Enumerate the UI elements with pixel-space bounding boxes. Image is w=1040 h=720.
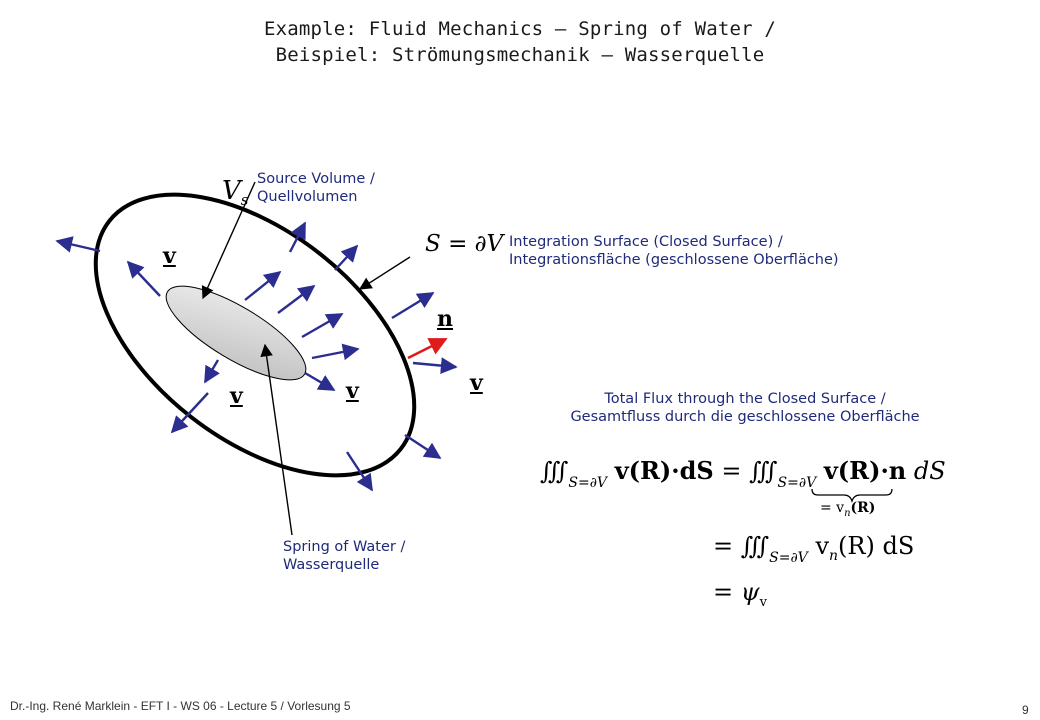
velocity-arrow <box>311 343 360 361</box>
underbrace <box>811 488 893 504</box>
integrand-v-dot-n: v(R)·n <box>823 456 907 485</box>
source-volume-pointer <box>201 181 256 300</box>
flux-equation-line2: = ∭S=∂V vn(R) dS <box>713 532 914 566</box>
surface-equation: S = ∂V <box>425 231 504 257</box>
surface-element: dS <box>913 457 946 485</box>
flux-equation-line3: = ψv <box>713 578 767 610</box>
velocity-arrow <box>170 392 209 434</box>
triple-integral-symbol: ∭ <box>740 532 770 560</box>
integral-domain: S=∂V <box>777 475 817 491</box>
velocity-arrow <box>412 357 458 374</box>
velocity-arrow <box>288 221 307 253</box>
velocity-arrow <box>334 244 359 271</box>
footer-credit: Dr.-Ing. René Marklein - EFT I - WS 06 -… <box>10 699 351 713</box>
velocity-arrow <box>203 359 220 384</box>
velocity-arrows <box>55 221 458 492</box>
equals-sign: = <box>713 578 734 606</box>
flux-psi: ψ <box>740 578 760 606</box>
spring-of-water-label: Spring of Water / Wasserquelle <box>283 539 406 573</box>
velocity-label: v <box>470 370 483 396</box>
triple-integral-symbol: ∭ <box>749 457 778 485</box>
velocity-arrow <box>126 260 161 297</box>
velocity-label: v <box>163 243 176 269</box>
integral-domain: S=∂V <box>769 550 808 566</box>
velocity-arrow <box>277 284 316 314</box>
source-volume-ellipse <box>165 285 307 381</box>
integration-surface-ellipse <box>93 192 417 478</box>
equals-sign: = <box>713 532 734 560</box>
flux-heading: Total Flux through the Closed Surface / … <box>570 391 920 425</box>
normal-subscript: n <box>829 547 839 564</box>
velocity-label: v <box>346 378 359 404</box>
normal-velocity: v <box>815 532 829 560</box>
velocity-arrow <box>404 433 442 460</box>
velocity-arrow <box>345 451 374 492</box>
flux-psi-subscript: v <box>759 594 767 610</box>
page-number: 9 <box>1022 703 1029 717</box>
velocity-label: v <box>230 383 243 409</box>
normal-velocity-arg: (R) dS <box>838 532 915 560</box>
underbrace-note: = vn(R) <box>820 500 876 519</box>
velocity-arrow <box>244 270 282 301</box>
velocity-arrow <box>55 236 101 253</box>
source-volume-label: Source Volume / Quellvolumen <box>257 171 375 205</box>
slide-title-line1: Example: Fluid Mechanics – Spring of Wat… <box>263 18 777 40</box>
velocity-arrow <box>301 312 344 339</box>
normal-vector-arrow <box>407 337 448 360</box>
integral-domain: S=∂V <box>568 475 608 491</box>
equals-sign: = <box>721 457 742 485</box>
spring-pointer <box>260 343 293 536</box>
slide-title-line2: Beispiel: Strömungsmechanik – Wasserquel… <box>275 44 765 66</box>
flux-equation-line1: ∭S=∂V v(R)·dS = ∭S=∂V v(R)·n dS <box>540 456 946 491</box>
surface-pointer <box>358 256 411 290</box>
vs-symbol: Vs <box>222 176 249 210</box>
integrand-v-dot-ds: v(R)·dS <box>614 456 714 485</box>
velocity-arrow <box>304 371 336 392</box>
integration-surface-label: Integration Surface (Closed Surface) / I… <box>509 234 839 268</box>
normal-label: n <box>437 306 453 332</box>
triple-integral-symbol: ∭ <box>540 457 569 485</box>
velocity-arrow <box>391 291 435 320</box>
